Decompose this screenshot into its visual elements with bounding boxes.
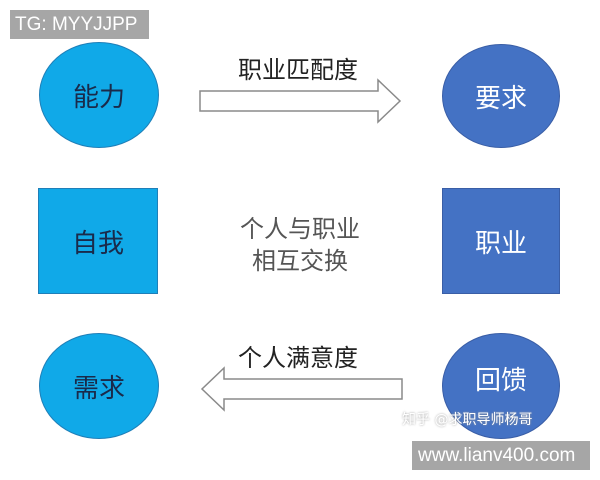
self-square: 自我 [38,188,158,294]
exchange-text: 个人与职业 相互交换 [210,213,390,277]
exchange-line-1: 个人与职业 [240,215,360,243]
job-match-label: 职业匹配度 [238,56,358,84]
self-label: 自我 [71,228,124,259]
requirement-label: 要求 [474,83,527,114]
tg-tag: TG: MYYJJPP [10,10,149,39]
needs-circle: 需求 [39,333,159,439]
zhihu-watermark: 知乎 @求职导师杨哥 [402,412,533,428]
career-label: 职业 [474,228,527,259]
left-arrow-icon [200,366,403,412]
right-arrow-icon [199,78,402,124]
satisfaction-label: 个人满意度 [238,344,358,372]
feedback-circle: 回馈 [442,333,560,439]
exchange-line-2: 相互交换 [252,247,348,275]
url-tag: www.lianv400.com [412,441,590,470]
feedback-label: 回馈 [474,365,527,396]
ability-circle: 能力 [39,42,159,148]
requirement-circle: 要求 [442,44,560,148]
ability-label: 能力 [72,82,125,113]
needs-label: 需求 [72,373,125,404]
career-square: 职业 [442,188,560,294]
